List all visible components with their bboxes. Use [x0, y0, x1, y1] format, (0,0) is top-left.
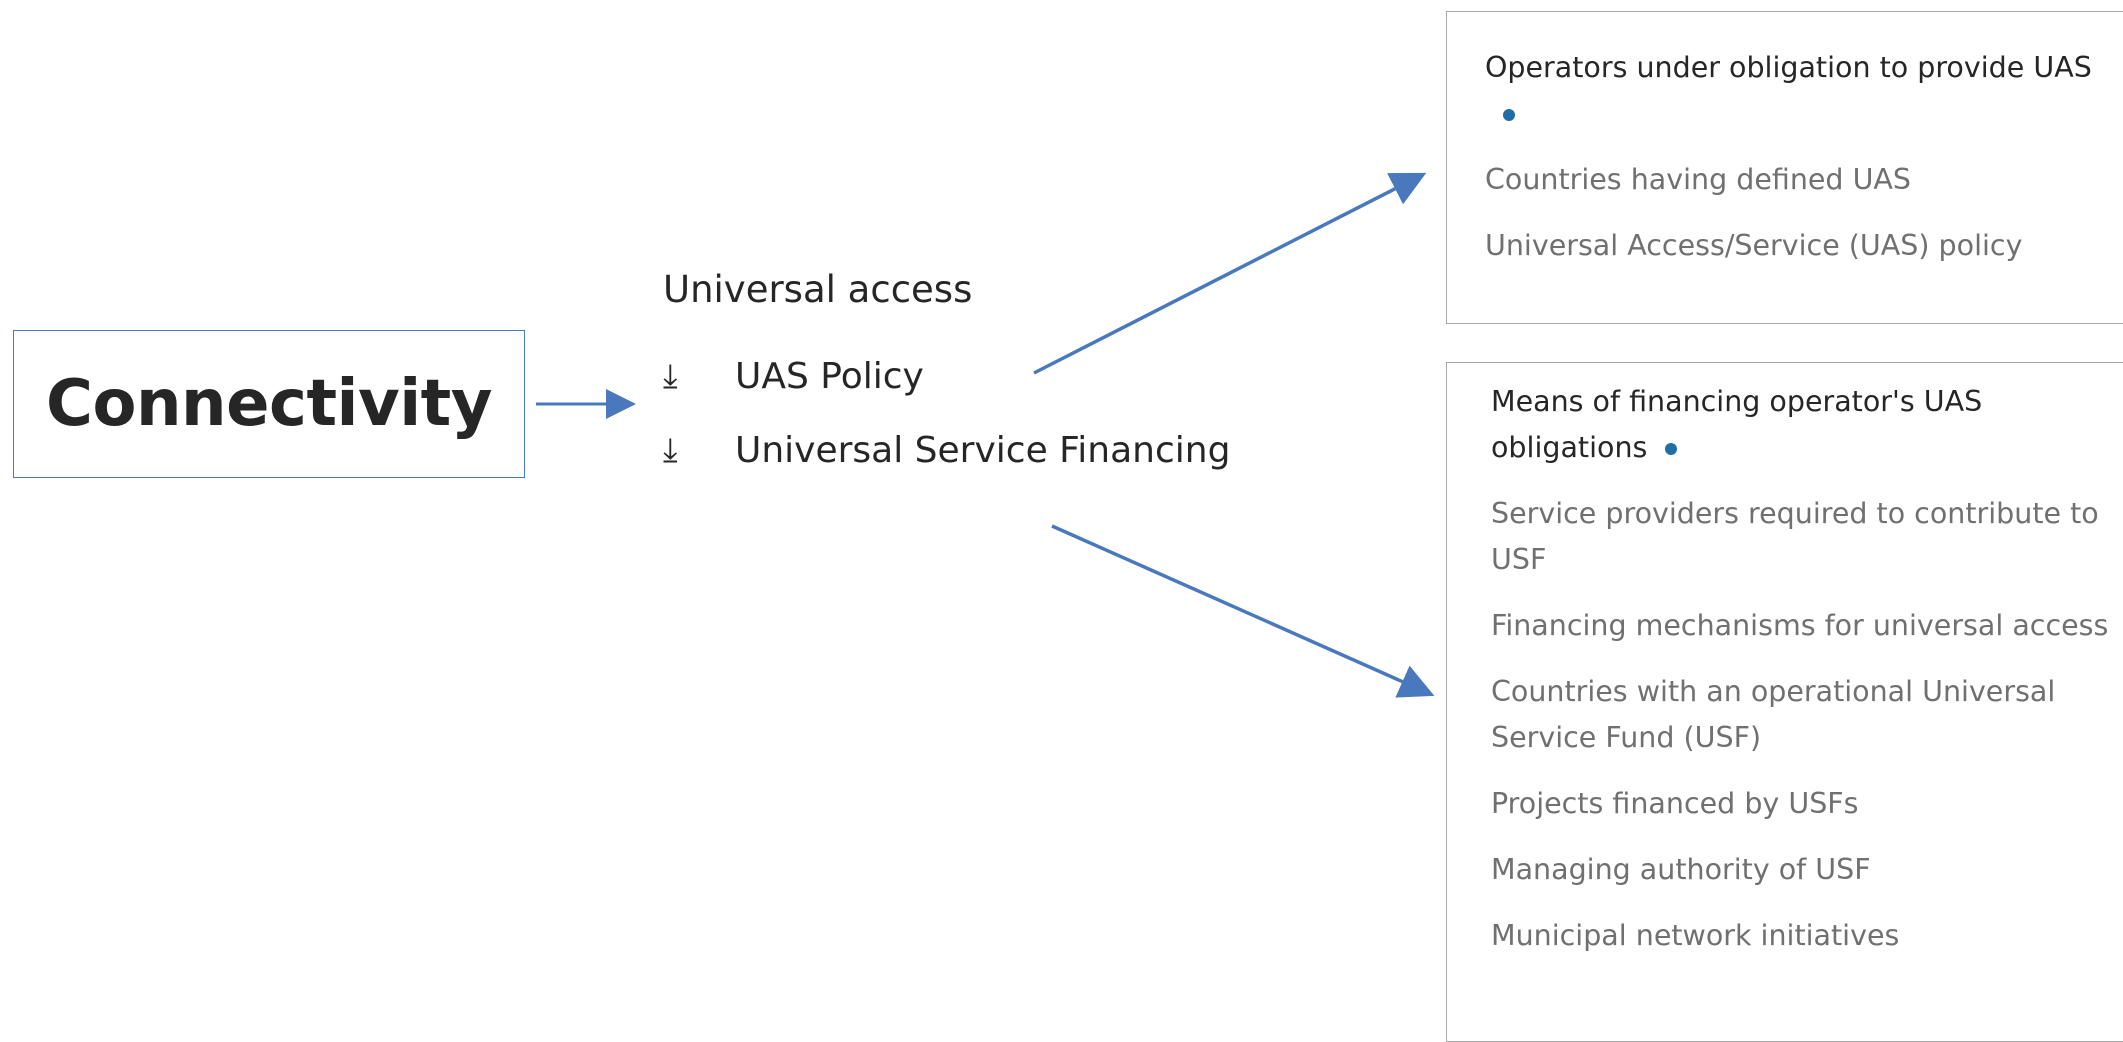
panel-item-countries-defined-uas[interactable]: Countries having defined UAS: [1485, 157, 2115, 203]
uas-policy-item[interactable]: ⤓ UAS Policy: [663, 346, 1263, 406]
panel-item-label: Service providers required to contribute…: [1491, 497, 2099, 576]
panel-item-label: Countries having defined UAS: [1485, 163, 1912, 196]
uas-policy-label: UAS Policy: [735, 355, 924, 397]
universal-access-heading: Universal access: [663, 268, 973, 311]
panel-item-service-providers-contribute[interactable]: Service providers required to contribute…: [1491, 491, 2115, 583]
connectivity-title: Connectivity: [46, 367, 492, 441]
panel-item-label: Means of financing operator's UAS obliga…: [1491, 385, 1983, 464]
panel-item-uas-policy[interactable]: Universal Access/Service (UAS) policy: [1485, 223, 2115, 269]
universal-service-financing-label: Universal Service Financing: [735, 429, 1231, 471]
panel-item-financing-mechanisms[interactable]: Financing mechanisms for universal acces…: [1491, 603, 2115, 649]
panel-item-label: Countries with an operational Universal …: [1491, 675, 2056, 754]
arrow-financing-to-panel: [1051, 524, 1435, 698]
panel-item-label: Municipal network initiatives: [1491, 919, 1900, 952]
panel-item-operational-usf[interactable]: Countries with an operational Universal …: [1491, 669, 2115, 761]
panel-item-label: Universal Access/Service (UAS) policy: [1485, 229, 2023, 262]
universal-access-menu: Universal access ⤓ UAS Policy ⤓ Universa…: [663, 266, 1263, 494]
uas-policy-panel: Operators under obligation to provide UA…: [1446, 11, 2123, 324]
arrow-down-icon: ⤓: [663, 356, 678, 395]
panel-item-operators-obligation[interactable]: Operators under obligation to provide UA…: [1485, 45, 2115, 137]
panel-item-municipal-network[interactable]: Municipal network initiatives: [1491, 913, 2115, 959]
panel-item-label: Operators under obligation to provide UA…: [1485, 51, 2092, 84]
arrow-down-icon: ⤓: [663, 430, 678, 469]
active-dot-icon: [1503, 109, 1515, 121]
panel-item-label: Financing mechanisms for universal acces…: [1491, 609, 2109, 642]
connectivity-box: Connectivity: [13, 330, 525, 478]
financing-panel: Means of financing operator's UAS obliga…: [1446, 362, 2123, 1042]
panel-item-managing-authority[interactable]: Managing authority of USF: [1491, 847, 2115, 893]
panel-item-label: Projects financed by USFs: [1491, 787, 1859, 820]
panel-item-projects-financed[interactable]: Projects financed by USFs: [1491, 781, 2115, 827]
universal-service-financing-item[interactable]: ⤓ Universal Service Financing: [663, 420, 1263, 480]
active-dot-icon: [1665, 443, 1678, 455]
panel-item-means-of-financing[interactable]: Means of financing operator's UAS obliga…: [1491, 379, 2115, 471]
panel-item-label: Managing authority of USF: [1491, 853, 1871, 886]
